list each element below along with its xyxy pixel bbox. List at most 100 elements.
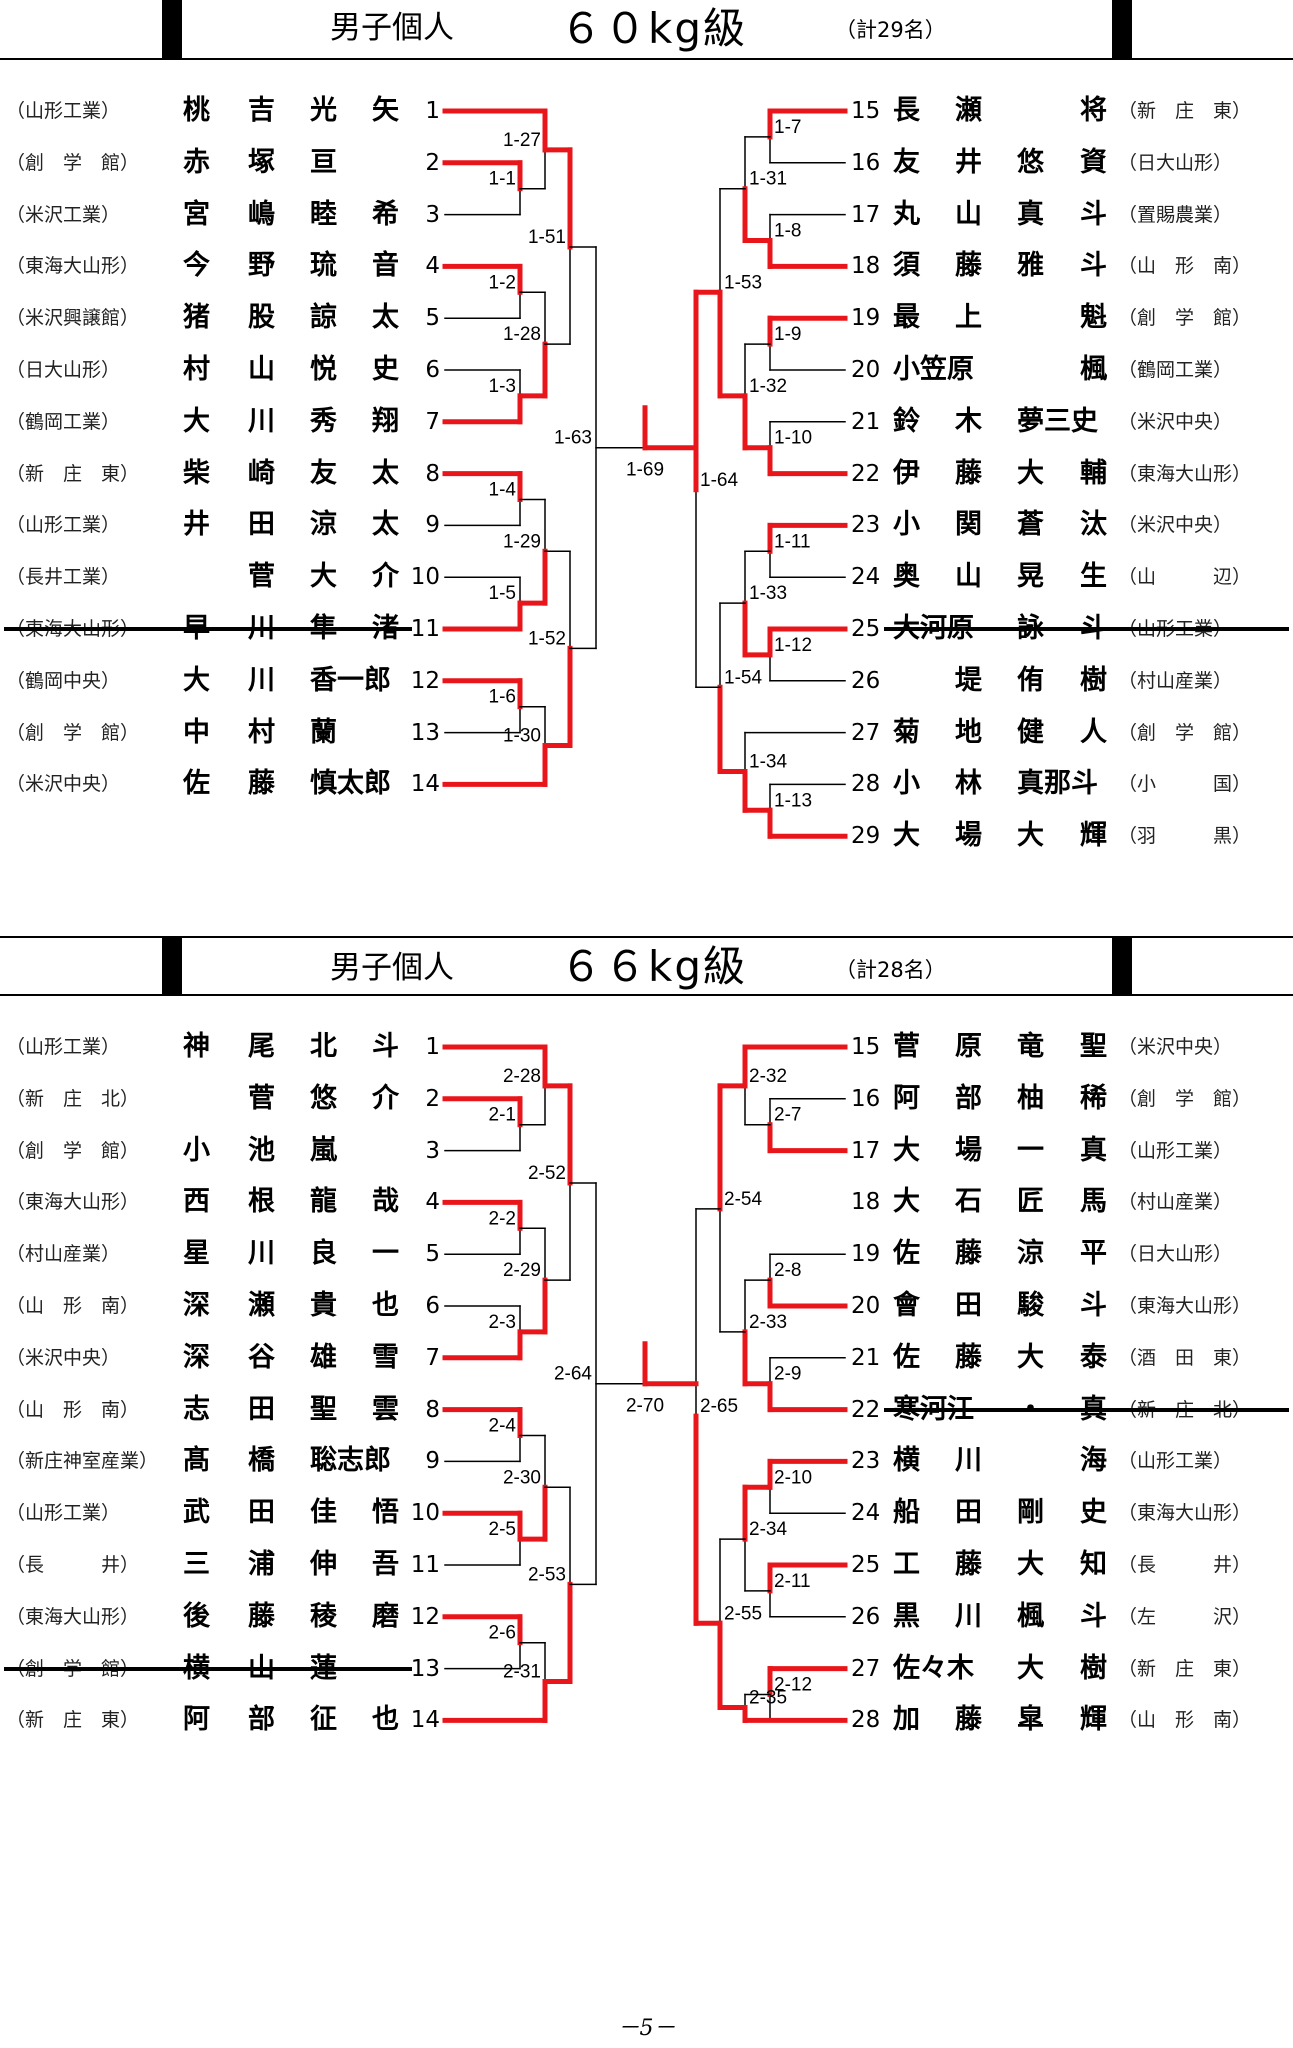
entrant-name-part: 田 <box>248 1393 275 1425</box>
entrant-name-part: 村 <box>183 354 210 385</box>
entrant-name-part: 秀 <box>310 405 337 437</box>
entrant-name-part: 也 <box>372 1704 399 1736</box>
entrant-name-part: 工 <box>893 1549 920 1580</box>
entrant-name-part: 深 <box>183 1341 210 1373</box>
entrant-name-part: 睦 <box>310 198 337 230</box>
entrant-name-part: 浦 <box>248 1549 275 1580</box>
entrant-name-part: 史 <box>1080 1497 1107 1529</box>
entrant-name-part: 馬 <box>1080 1186 1107 1218</box>
entrant-name-part: 西 <box>183 1186 210 1218</box>
entrant-number: 18 <box>851 253 881 280</box>
entrant-name-part: 太 <box>372 509 399 541</box>
entrant-name-part: 介 <box>372 1082 399 1114</box>
entrant-name-part: 太 <box>372 302 399 334</box>
entrant-number: 26 <box>851 667 881 694</box>
entrant-name-part: 吾 <box>372 1549 399 1580</box>
entrant-name-part: 磨 <box>372 1600 399 1632</box>
entrant-number: 13 <box>410 719 440 746</box>
entrant-name-part: 雪 <box>372 1341 399 1373</box>
entrant-number: 9 <box>425 512 440 539</box>
entrant-number: 22 <box>851 460 881 487</box>
entrant-name-part: 横 <box>893 1445 920 1477</box>
entrant-name-part: 井 <box>183 509 210 541</box>
entrant-name-part: 中 <box>183 716 210 748</box>
match-number: 2-65 <box>700 1396 738 1417</box>
school-name: （村山産業） <box>1118 669 1233 692</box>
header-bar-right <box>1112 936 1132 996</box>
match-number: 1-12 <box>774 635 812 656</box>
withdrawn-strike <box>4 1666 412 1671</box>
school-name: （創 学 館） <box>1118 307 1252 330</box>
entrant-name-part: 股 <box>248 302 275 334</box>
entrant-name-part: 佐々木 <box>893 1652 974 1684</box>
entrant-name-part: 加 <box>893 1704 920 1736</box>
entrant-name-part: 蘭 <box>310 716 337 748</box>
entrant-name-part: 原 <box>955 1031 982 1062</box>
entrant-name-part: 悠 <box>1017 146 1044 178</box>
entrant-name-part: 斗 <box>372 1031 399 1062</box>
school-name: （村山産業） <box>6 1243 121 1266</box>
entrant-name-part: 知 <box>1080 1549 1107 1580</box>
entrant-name-part: 龍 <box>310 1186 337 1218</box>
school-name: （米沢中央） <box>1118 1036 1233 1058</box>
entrant-name-part: 阿 <box>893 1082 920 1114</box>
entrant-name-part: 大 <box>893 1134 920 1166</box>
entrant-name-part: 志 <box>183 1393 210 1425</box>
entrant-name-part: 竜 <box>1017 1031 1044 1062</box>
entrant-number: 19 <box>851 305 881 332</box>
entrant-number: 6 <box>425 1293 440 1319</box>
school-name: （酒 田 東） <box>1118 1346 1252 1369</box>
match-number: 1-33 <box>749 583 787 604</box>
match-number: 2-29 <box>503 1260 541 1281</box>
entrant-name-part: 聖 <box>1080 1031 1107 1062</box>
entrant-number: 25 <box>851 616 881 642</box>
withdrawn-strike <box>884 1407 1289 1412</box>
school-name: （山形工業） <box>1118 1450 1233 1473</box>
entrant-number: 15 <box>851 1034 881 1060</box>
entrant-number: 12 <box>410 667 440 694</box>
header-bar-left <box>162 936 182 996</box>
entrant-number: 4 <box>425 1189 440 1216</box>
weight-class-title: ６６kg級 <box>560 942 747 991</box>
entrant-name-part: 生 <box>1080 561 1107 593</box>
entrant-name-part: 香一郎 <box>310 664 391 696</box>
entrant-name-part: 也 <box>372 1290 399 1321</box>
entrant-name-part: 阿 <box>183 1704 210 1736</box>
entrant-name-part: 赤 <box>183 146 210 178</box>
entrant-number: 27 <box>851 1655 881 1682</box>
entrant-number: 15 <box>851 98 881 124</box>
school-name: （米沢中央） <box>6 773 121 796</box>
entrant-number: 21 <box>851 1344 881 1371</box>
entrant-name-part: 悠 <box>310 1082 337 1114</box>
school-name: （新庄神室産業） <box>6 1450 159 1473</box>
match-number: 1-13 <box>774 790 812 811</box>
entrant-number: 20 <box>851 1293 881 1319</box>
entrant-number: 7 <box>425 1344 440 1371</box>
entrant-name-part: 泰 <box>1080 1341 1107 1373</box>
match-number: 2-4 <box>489 1416 517 1437</box>
match-number: 2-32 <box>749 1066 787 1087</box>
entrant-name-part: 嵐 <box>310 1134 337 1166</box>
entrant-number: 3 <box>425 1137 440 1164</box>
entrant-name-part: 北 <box>310 1031 337 1062</box>
section-gender: 男子個人 <box>330 10 454 46</box>
entrant-name-part: 輔 <box>1080 457 1107 489</box>
entrant-number: 19 <box>851 1241 881 1268</box>
entrant-name-part: 菅 <box>248 1082 275 1114</box>
entrant-number: 20 <box>851 357 881 383</box>
entrant-name-part: 嶋 <box>248 198 275 230</box>
entrant-name-part: 吉 <box>248 95 275 126</box>
match-number: 2-28 <box>503 1066 541 1087</box>
entrant-number: 17 <box>851 1137 881 1164</box>
entrant-name-part: 魁 <box>1080 302 1107 334</box>
